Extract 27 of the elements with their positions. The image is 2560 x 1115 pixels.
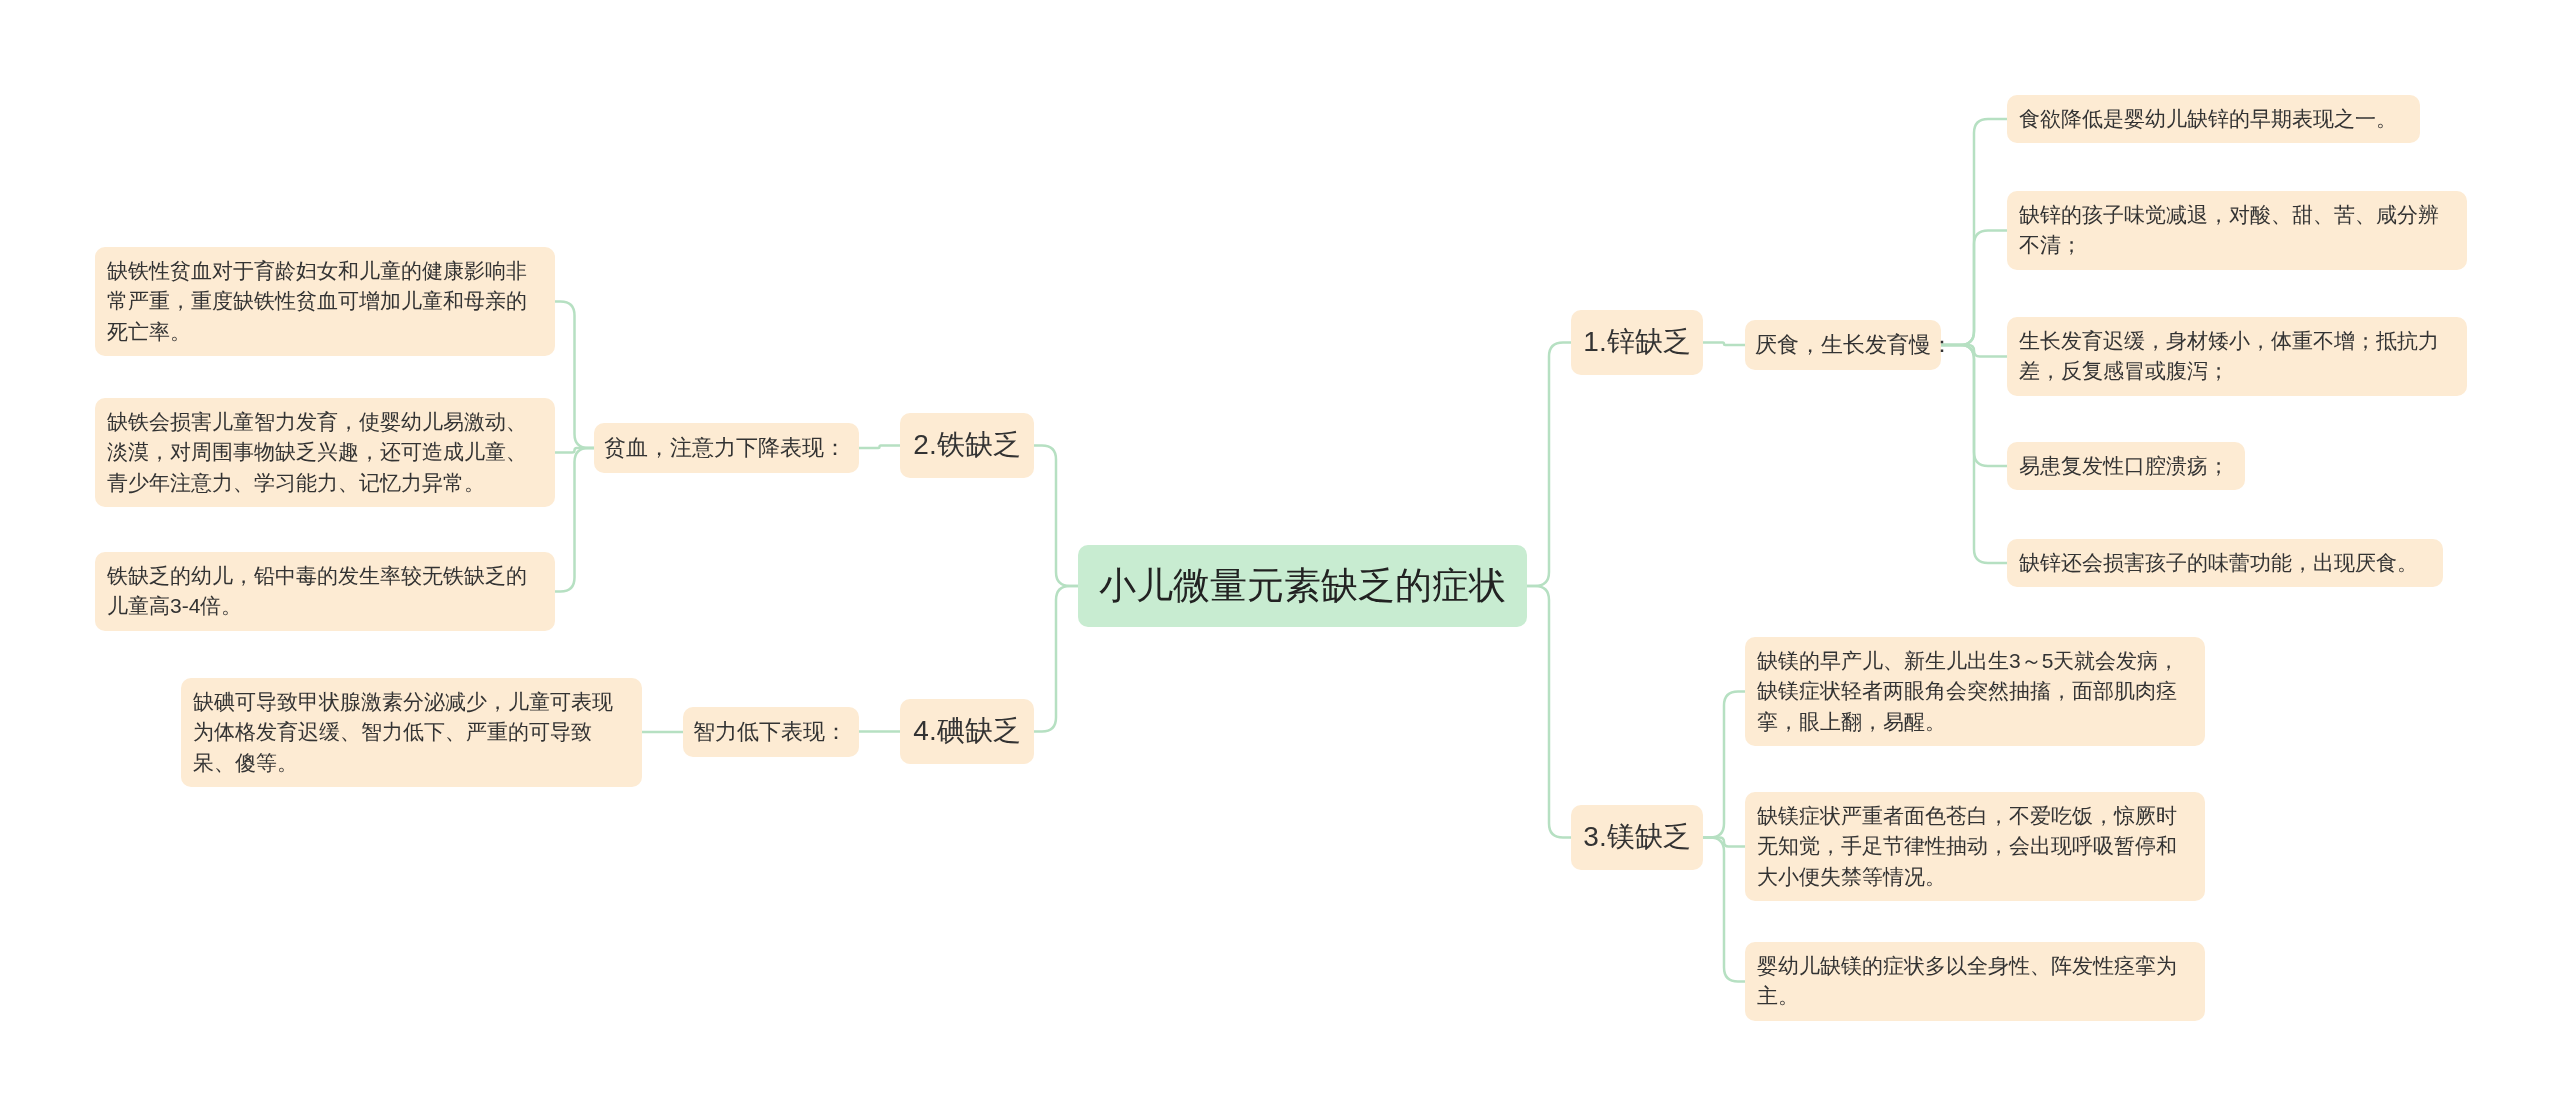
note-box: 缺铁性贫血对于育龄妇女和儿童的健康影响非常严重，重度缺铁性贫血可增加儿童和母亲的死亡率。 [95,247,555,357]
subtopic-box: 智力低下表现： [683,707,859,757]
note-box: 缺锌还会损害孩子的味蕾功能，出现厌食。 [2007,539,2443,588]
connector-line [642,730,683,734]
note-box: 婴幼儿缺镁的症状多以全身性、阵发性痉挛为主。 [1745,942,2205,1021]
central-topic-box: 小儿微量元素缺乏的症状 [1078,545,1527,627]
note-box: 缺镁症状严重者面色苍白，不爱吃饭，惊厥时无知觉，手足节律性抽动，会出现呼吸暂停和大小便失禁等情况。 [1745,792,2205,902]
connector-line [1034,584,1078,733]
note-box: 缺镁的早产儿、新生儿出生3～5天就会发病，缺镁症状轻者两眼角会突然抽搐，面部肌肉痉挛，眼上翻，易醒。 [1745,637,2205,747]
note-box: 铁缺乏的幼儿，铅中毒的发生率较无铁缺乏的儿童高3-4倍。 [95,552,555,631]
branch-topic-box: 1.锌缺乏 [1571,310,1703,375]
connector-line [859,444,900,450]
note-box: 缺铁会损害儿童智力发育，使婴幼儿易激动、淡漠，对周围事物缺乏兴趣，还可造成儿童、青少年注意力、学习能力、记忆力异常。 [95,398,555,508]
note-box: 食欲降低是婴幼儿缺锌的早期表现之一。 [2007,95,2420,144]
connector-line [1703,836,1745,983]
connector-line [1941,343,2007,565]
connector-line [1703,341,1745,347]
connector-line [859,730,900,733]
note-box: 生长发育迟缓，身材矮小，体重不增；抵抗力差，反复感冒或腹泻； [2007,317,2467,396]
branch-topic-box: 4.碘缺乏 [900,699,1034,764]
branch-topic-box: 2.铁缺乏 [900,413,1034,478]
note-box: 缺碘可导致甲状腺激素分泌减少，儿童可表现为体格发育迟缓、智力低下、严重的可导致呆、傻等。 [181,678,642,788]
subtopic-box: 贫血，注意力下降表现： [594,423,859,473]
branch-topic-box: 3.镁缺乏 [1571,805,1703,870]
note-box: 缺锌的孩子味觉减退，对酸、甜、苦、咸分辨不清； [2007,191,2467,270]
connector-line [1527,584,1571,839]
note-box: 易患复发性口腔溃疡； [2007,442,2245,491]
